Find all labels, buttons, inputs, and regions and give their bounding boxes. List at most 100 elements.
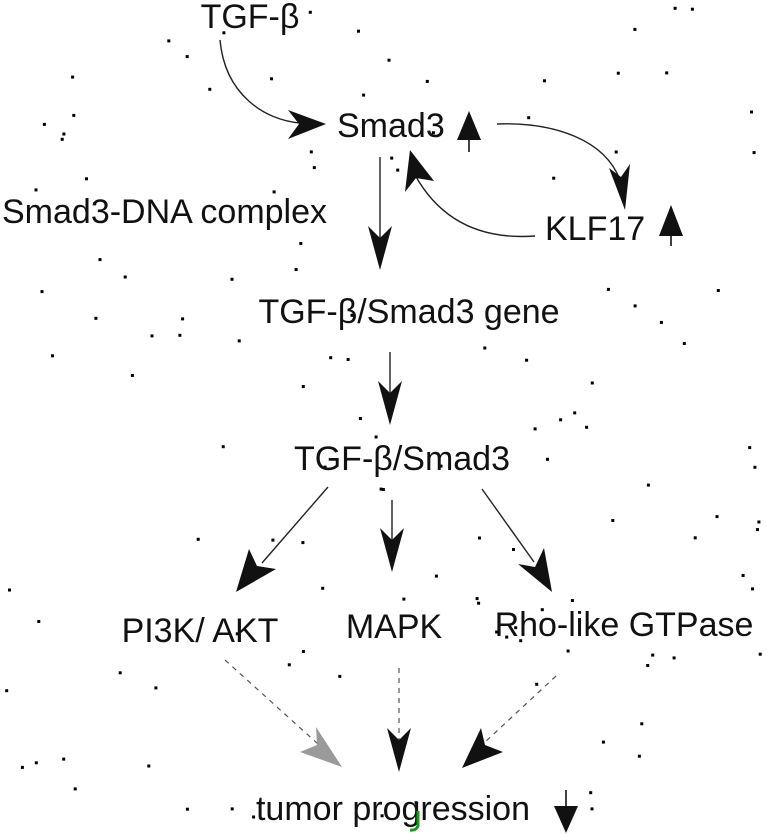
speckle-dot [633,27,637,31]
node-tumor-progression: tumor progression [256,790,530,828]
speckle-dot [178,333,182,337]
speckle-dot [62,132,66,136]
green-accent-mark [409,811,420,832]
speckle-dot [147,764,151,768]
edge-mapk-to-tumor-head [387,728,411,772]
speckle-dot [758,652,762,656]
speckle-dot [659,320,663,324]
speckle-dot [439,464,443,468]
speckle-dot [390,156,394,160]
speckle-dot [185,807,189,811]
speckle-dot [478,536,481,540]
speckle-dot [559,418,563,422]
speckle-dot [379,487,383,491]
speckle-dot [71,75,75,79]
speckle-dot [751,587,754,591]
speckle-dot [682,342,686,345]
speckle-dot [546,457,549,461]
speckle-dot [73,787,77,791]
speckle-dot [505,635,509,639]
speckle-dot [672,656,676,660]
edge-tgf-smad3-to-rho [481,488,535,563]
speckle-dot [329,356,333,360]
indicators [409,111,683,833]
speckle-dot [756,528,759,532]
speckle-dot [552,176,556,180]
edge-pi3k-to-tumor [224,659,319,745]
speckle-dot [646,664,650,667]
speckle-dot [616,71,620,75]
speckle-dot [374,435,378,439]
speckle-dot [338,674,342,678]
edges [219,39,630,772]
speckle-dot [589,791,593,795]
speckle-dot [752,151,756,155]
speckle-dot [434,574,438,578]
speckle-dot [85,177,88,181]
speckle-dot [590,807,594,811]
speckle-dot [167,39,171,43]
speckle-dot [693,536,697,540]
speckle-dot [270,77,273,81]
speckle-dot [533,427,537,431]
speckle-dot [358,417,362,420]
speckle-dot [585,425,589,429]
speckle-dot [540,608,544,612]
speckle-dot [573,411,577,415]
speckle-dot [350,313,354,317]
speckle-dot [431,131,435,135]
speckle-dot [123,275,127,279]
edge-gene-to-tgf-smad3-head [378,381,402,425]
speckle-dot [94,316,98,320]
speckle-dot [651,653,655,657]
speckle-dot [381,488,385,491]
node-tgf-smad3-gene: TGF-β/Smad3 gene [258,293,559,331]
speckle-dot [37,620,41,623]
speckle-dot [230,807,234,811]
speckle-dot [483,346,487,350]
speckle-dot [222,31,226,35]
speckle-dot [181,317,185,321]
speckle-dot [93,202,97,206]
speckle-dot [287,663,291,667]
speckle-dot [601,740,605,744]
speckle-dot [34,761,38,765]
speckle-dot [637,754,641,758]
edge-smad3-to-klf17-head [609,164,630,210]
speckle-dot [753,465,757,469]
edge-tgf-smad3-to-rho-head [518,548,552,592]
speckle-dot [323,465,327,469]
klf17-upregulated-icon [659,205,683,246]
speckle-dot [716,289,720,292]
edge-klf17-to-smad3-head [405,150,434,192]
speckle-dot [665,71,669,75]
speckle-dot [346,358,350,361]
speckle-dot [301,650,305,653]
speckle-dot [606,287,610,291]
speckle-dot [590,381,594,385]
speckle-dot [570,599,574,602]
speckle-dot [396,168,400,172]
speckle-dot [185,55,189,59]
speckle-dot [380,814,384,818]
edge-pi3k-to-tumor-head [300,727,342,767]
speckle-dot [252,815,256,819]
nodes: TGF-β Smad3 KLF17 Smad3-DNA complex TGF-… [2,0,753,828]
node-smad3-dna-complex: Smad3-DNA complex [2,193,327,231]
speckle-dot [525,358,529,362]
speckle-dot [614,150,618,154]
edge-rho-to-tumor-head [462,728,503,768]
speckle-dot [221,445,225,449]
background-speckles [5,6,762,819]
edge-klf17-to-smad3 [414,174,536,238]
speckle-dot [414,801,418,805]
speckle-dot [98,258,102,262]
speckle-dot [321,586,325,590]
speckle-dot [5,689,9,693]
speckle-dot [309,150,313,154]
speckle-dot [535,682,539,686]
edge-tgf-smad3-to-pi3k-head [236,549,276,592]
speckle-dot [611,519,615,522]
speckle-dot [357,29,360,33]
speckle-dot [40,290,44,294]
